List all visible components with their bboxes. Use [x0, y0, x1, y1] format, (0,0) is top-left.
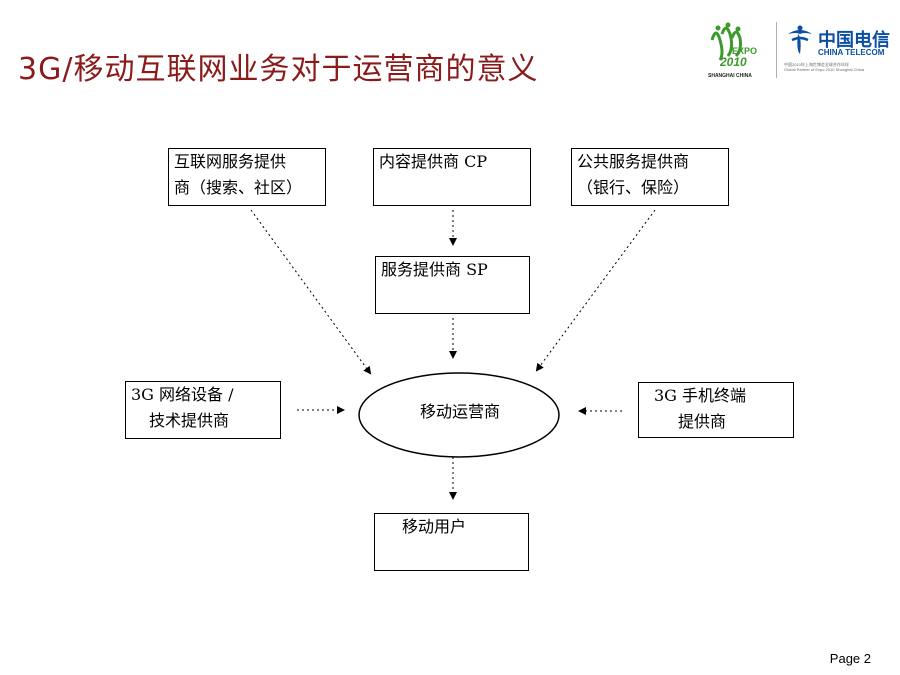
partner-logos: EXPO 2010 SHANGHAI CHINA 中国电信 CHINA TELE…	[706, 20, 896, 84]
node-public-service-provider: 公共服务提供商 （银行、保险）	[571, 148, 729, 206]
node-label-line: 技术提供商	[149, 411, 230, 430]
node-label-line: 公共服务提供商	[577, 152, 690, 171]
node-label-line: （银行、保险）	[577, 178, 690, 197]
node-label-line: 移动用户	[402, 517, 467, 536]
node-service-provider: 服务提供商 SP	[375, 256, 530, 314]
telecom-subtitle: 中国2010年上海世博会全球合作伙伴 Global Partner of Exp…	[784, 62, 864, 72]
slide-title: 3G/移动互联网业务对于运营商的意义	[18, 52, 539, 87]
operator-ellipse	[358, 372, 560, 458]
node-label-line: 提供商	[678, 412, 727, 431]
china-telecom-logo: 中国电信 CHINA TELECOM 中国2010年上海世博会全球合作伙伴 Gl…	[784, 24, 896, 80]
node-label-line: 互联网服务提供	[174, 152, 287, 171]
expo-text: EXPO	[732, 46, 757, 56]
telecom-sub-cn: 中国2010年上海世博会全球合作伙伴	[784, 62, 849, 67]
china-telecom-icon	[788, 25, 812, 54]
page-number: Page 2	[829, 651, 871, 666]
node-mobile-users: 移动用户	[374, 513, 529, 571]
expo-2010-logo: EXPO 2010 SHANGHAI CHINA	[708, 22, 757, 79]
node-internet-service-provider: 互联网服务提供 商（搜索、社区）	[168, 148, 326, 206]
connector-internet-to-operator	[250, 209, 372, 375]
node-equipment-provider: 3G 网络设备 / 技术提供商	[125, 381, 281, 439]
expo-city: SHANGHAI CHINA	[708, 73, 752, 79]
node-label-line: 3G 网络设备 /	[131, 385, 234, 404]
node-content-provider: 内容提供商 CP	[373, 148, 531, 206]
node-mobile-operator: 移动运营商	[419, 402, 500, 421]
telecom-name-cn: 中国电信	[818, 30, 890, 51]
expo-year: 2010	[719, 55, 747, 69]
telecom-sub-en: Global Partner of Expo 2010 Shanghai Chi…	[784, 67, 865, 72]
connector-public-to-operator	[535, 209, 656, 372]
node-label-line: 内容提供商 CP	[379, 152, 488, 171]
logo-divider	[776, 22, 777, 78]
node-label-line: 3G 手机终端	[654, 386, 747, 405]
telecom-name-en: CHINA TELECOM	[818, 48, 885, 57]
node-label-line: 服务提供商 SP	[381, 260, 488, 279]
node-label-line: 商（搜索、社区）	[174, 178, 303, 197]
node-handset-provider: 3G 手机终端 提供商	[638, 382, 794, 438]
